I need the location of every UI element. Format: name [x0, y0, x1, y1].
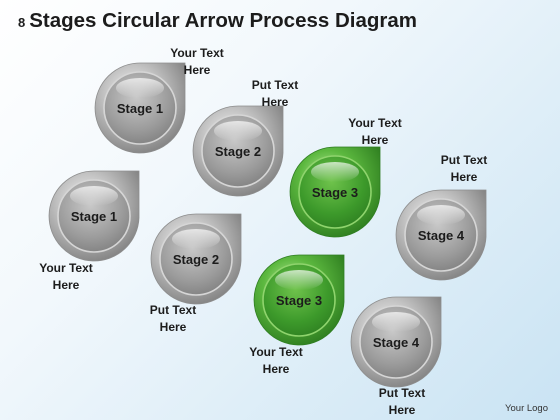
title-text: Stages Circular Arrow Process Diagram: [29, 9, 417, 32]
note-line: Your Text: [249, 345, 303, 359]
note-line: Here: [262, 362, 290, 376]
note-line: Put Text: [149, 303, 197, 317]
stage-bubble-bottom-3: Stage 3: [249, 250, 349, 350]
logo-text: Your Logo: [505, 403, 548, 414]
stage-bubble-gray-shape: [48, 170, 140, 262]
note-bottom-4: Put Text Here: [357, 385, 447, 419]
stage-bubble-gray-shape: [350, 296, 442, 388]
stage-label: Stage 4: [372, 334, 420, 350]
stage-label: Stage 4: [417, 227, 465, 243]
note-line: Here: [183, 63, 211, 77]
stage-bubble-green-shape: [289, 146, 381, 238]
stage-bubble-top-1: Stage 1: [90, 58, 190, 158]
stage-bubble-gray-shape: [192, 105, 284, 197]
note-line: Here: [159, 320, 187, 334]
stage-label: Stage 3: [275, 292, 323, 308]
note-top-1: Your Text Here: [152, 45, 242, 79]
stage-label: Stage 2: [214, 143, 262, 159]
stage-bubble-green-shape: [253, 254, 345, 346]
note-bottom-3: Your Text Here: [231, 344, 321, 378]
note-line: Your Text: [39, 261, 93, 275]
stage-bubble-bottom-4: Stage 4: [346, 292, 446, 392]
note-top-4: Put Text Here: [419, 152, 509, 186]
note-line: Here: [52, 278, 80, 292]
stage-bubble-top-4: Stage 4: [391, 185, 491, 285]
note-bottom-1: Your Text Here: [21, 260, 111, 294]
stage-bubble-bottom-1: Stage 1: [44, 166, 144, 266]
stage-bubble-top-2: Stage 2: [188, 101, 288, 201]
stage-label: Stage 3: [311, 184, 359, 200]
title-number: 8: [18, 15, 26, 30]
note-line: Here: [388, 403, 416, 417]
stage-bubble-top-3: Stage 3: [285, 142, 385, 242]
note-line: Put Text: [440, 153, 488, 167]
note-bottom-2: Put Text Here: [128, 302, 218, 336]
note-line: Your Text: [170, 46, 224, 60]
stage-bubble-gray-shape: [94, 62, 186, 154]
stage-label: Stage 2: [172, 251, 220, 267]
note-top-2: Put Text Here: [230, 77, 320, 111]
note-line: Put Text: [378, 386, 426, 400]
stage-bubble-gray-shape: [150, 213, 242, 305]
note-line: Put Text: [251, 78, 299, 92]
stage-label: Stage 1: [116, 100, 164, 116]
note-line: Your Text: [348, 116, 402, 130]
note-line: Here: [261, 95, 289, 109]
note-line: Here: [450, 170, 478, 184]
stage-bubble-bottom-2: Stage 2: [146, 209, 246, 309]
stage-bubble-gray-shape: [395, 189, 487, 281]
note-top-3: Your Text Here: [330, 115, 420, 149]
stage-label: Stage 1: [70, 208, 118, 224]
note-line: Here: [361, 133, 389, 147]
